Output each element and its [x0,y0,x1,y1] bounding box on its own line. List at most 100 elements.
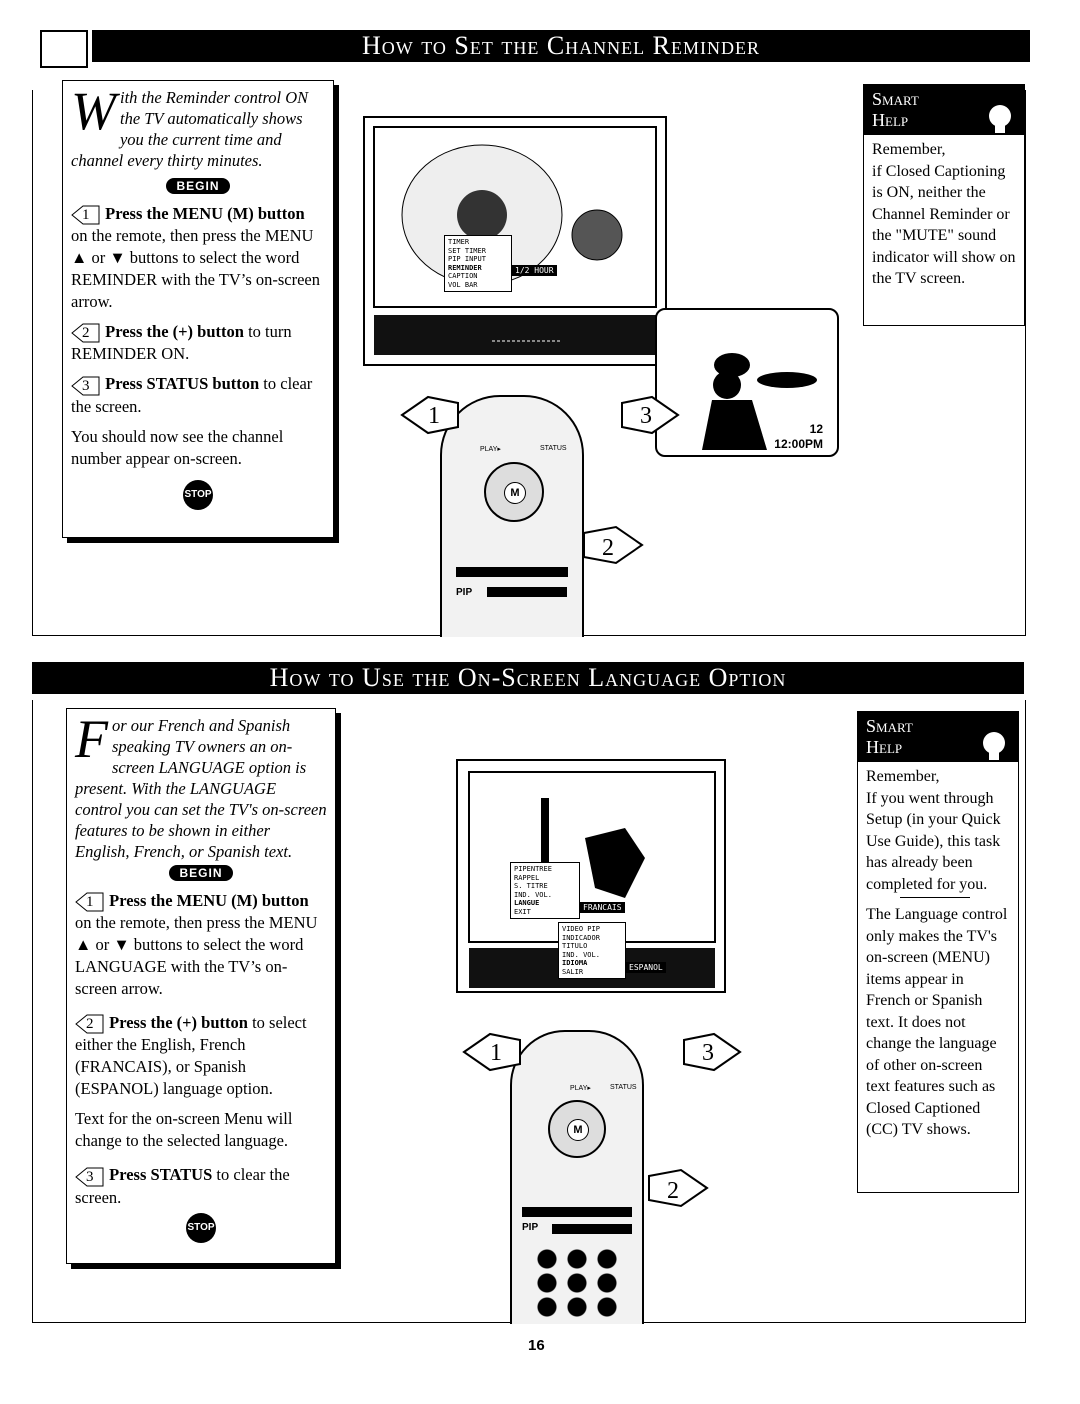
chef-icon [702,353,817,450]
remote-bar [487,587,567,597]
begin-badge: BEGIN [169,865,233,881]
stop-icon: STOP [183,479,213,510]
remote-control-2: PLAY▸ STATUS M PIP [510,1030,644,1324]
callout-3-label: 3 [640,403,652,429]
remote-label-play: PLAY▸ [570,1085,591,1092]
tv-menu-es: VIDEO PIP INDICADOR TITULO IND. VOL. IDI… [558,922,626,979]
remote-label-pip: PIP [522,1222,539,1233]
tv-menu-fr-item: EXIT [514,907,531,916]
tv-menu-es-item: INDICADOR [562,933,600,942]
tv-menu-fr-item: S. TITRE [514,882,548,890]
tv-illustration-2 [456,759,726,993]
callout-arrow-2: 2 [648,1168,709,1208]
callout-1-label: 1 [428,403,440,429]
step-2: 2 Press the (+) button to select either … [75,1012,327,1100]
tv-menu-value: 1/2 HOUR [512,265,557,276]
tv-menu-fr-value: FRANCAIS [580,902,625,913]
step-1: 1 Press the MENU (M) button on the remot… [75,890,327,1000]
intro-text: ith the Reminder control ON the TV autom… [71,88,309,170]
lightbulb-icon [989,105,1011,133]
callout-arrow-3: 3 [621,395,680,435]
section2-title: How to Use the On-Screen Language Option [32,662,1024,694]
tv-menu-es-item: IND. VOL. [562,950,600,959]
step-2: 2 Press the (+) button to turn REMINDER … [71,321,325,365]
tv-menu-item: VOL BAR [448,280,478,289]
tv-menu-es-item: TITULO [562,942,588,950]
step-3: 3 Press STATUS to clear the screen. [75,1164,327,1208]
step-3-bold: Press STATUS [109,1165,213,1185]
reminder-time: 12:00PM [774,437,823,451]
smart-help-text: if Closed Captioning is ON, neither the … [872,162,1016,288]
remote-control: PLAY▸ STATUS M PIP [440,395,584,637]
callout-2-label: 2 [602,535,614,561]
step-2-text: to select either the English, French (FR… [75,1013,307,1099]
remote-bar [522,1207,632,1217]
page-number: 16 [528,1337,545,1354]
tv-menu-fr-item: RAPPEL [514,873,540,882]
tv-menu-fr-item: LANGUE [514,899,540,907]
tv-menu-item: PIP INPUT [448,255,486,263]
step-2-bold: Press the (+) button [109,1013,248,1033]
smart-help-header: Smart Help [864,85,1024,135]
callout-arrow-3: 3 [683,1032,742,1072]
smart-help-text-1: If you went through Setup (in your Quick… [866,789,1001,893]
tv-menu-es-item: VIDEO PIP [562,925,600,933]
tv-menu-item: REMINDER [448,263,482,272]
remote-label-status: STATUS [540,445,567,452]
begin-badge: BEGIN [166,178,230,194]
step-1-bold: Press the MENU (M) button [109,891,309,910]
lightbulb-icon [983,732,1005,760]
step-3-bold: Press STATUS button [105,374,260,394]
callout-arrow-1: 1 [462,1032,521,1072]
menu-button[interactable]: M [548,1100,606,1158]
remote-label-pip: PIP [456,587,473,598]
section-icon [40,30,88,68]
chef-inset: 12 12:00PM [655,308,839,457]
tv-menu-es-value: ESPANOL [626,962,666,973]
tv-menu-item: CAPTION [448,272,478,280]
intro-paragraph: F or our French and Spanish speaking TV … [75,712,327,862]
smart-help-box-1: Smart Help Remember, if Closed Captionin… [863,84,1025,326]
remote-bar [552,1224,632,1234]
menu-button[interactable]: M [484,462,544,522]
tv-menu-es-item: SALIR [562,967,584,976]
stop-icon: STOP [186,1212,216,1243]
intro-text: or our French and Spanish speaking TV ow… [75,716,327,861]
section1-instructions: W ith the Reminder control ON the TV aut… [62,80,334,538]
callout-arrow-1: 1 [400,395,459,435]
remote-label-play: PLAY▸ [480,446,501,453]
reminder-channel: 12 [809,422,823,436]
remote-bar [456,567,568,577]
closing-text: You should now see the channel number ap… [71,426,284,468]
step-2-text: to turn REMINDER ON. [71,322,292,364]
step-number-arrow: 2 [71,323,101,343]
tv-illustration [363,116,667,366]
section1-title: How to Set the Channel Reminder [92,30,1030,62]
section2-instructions: F or our French and Spanish speaking TV … [66,708,336,1264]
svg-text:1: 1 [490,1040,502,1066]
smart-help-header: Smart Help [858,712,1018,762]
step-1-bold: Press the MENU (M) button [105,204,305,223]
smart-help-box-2: Smart Help Remember, If you went through… [857,711,1019,1193]
step-3-text: to clear the screen. [75,1165,290,1207]
remote-label-status: STATUS [610,1084,637,1091]
smart-help-text-2: The Language control only makes the TV's… [866,906,1008,1138]
divider [900,897,970,898]
tv-menu-fr: PIPENTREE RAPPEL S. TITRE IND. VOL. LANG… [510,862,580,919]
step-number-arrow: 3 [75,1167,105,1187]
step-1-text: on the remote, then press the MENU ▲ or … [75,913,318,999]
step-number-arrow: 3 [71,376,101,396]
smart-help-lead: Remember, [872,141,946,158]
step-3-text: to clear the screen. [71,374,313,416]
smart-help-title: Smart [866,716,913,736]
tv-menu-item: TIMER [448,238,470,246]
step-number-arrow: 2 [75,1014,105,1034]
smart-help-lead: Remember, [866,768,940,785]
svg-text:2: 2 [667,1178,679,1204]
tv-menu-overlay: TIMER SET TIMER PIP INPUT REMINDER CAPTI… [444,235,512,292]
tv-menu-fr-item: PIPENTREE [514,865,552,873]
step-2-bold: Press the (+) button [105,322,244,342]
tv-menu-fr-item: IND. VOL. [514,890,552,899]
step-3: 3 Press STATUS button to clear the scree… [71,373,325,417]
callout-arrow-2: 2 [583,525,644,565]
